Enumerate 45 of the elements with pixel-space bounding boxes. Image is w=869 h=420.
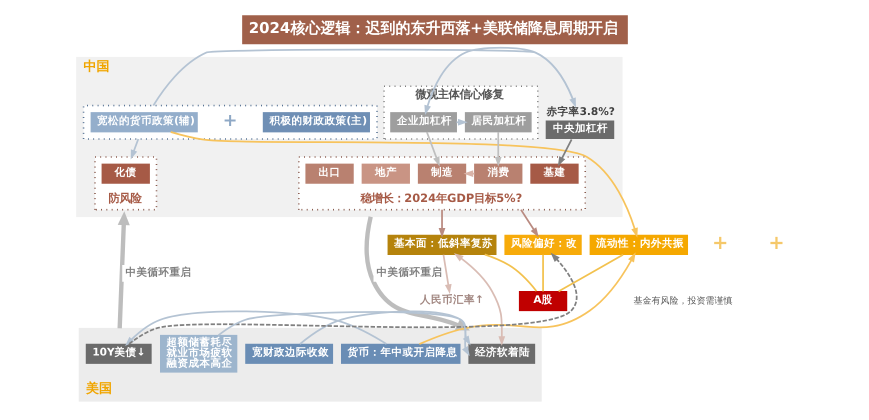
connector bbox=[542, 254, 544, 292]
diagram-title: 2024核心逻辑：迟到的东升西落+美联储降息周期开启 bbox=[248, 18, 618, 37]
node-box: 货币：年中或开启降息 bbox=[340, 344, 460, 364]
arrow bbox=[170, 131, 638, 238]
arrow bbox=[442, 254, 452, 294]
node-label: 赤字率3.8%? bbox=[546, 106, 614, 118]
node-box: 中央加杠杆 bbox=[545, 120, 614, 139]
node-box: 经济软着陆 bbox=[468, 344, 535, 364]
node-box: 制造 bbox=[417, 164, 466, 184]
node-box: 10Y美债↓ bbox=[85, 344, 152, 364]
arrow bbox=[438, 210, 445, 238]
arrow bbox=[418, 252, 636, 345]
node-box: 地产 bbox=[361, 164, 410, 184]
arrow bbox=[494, 132, 502, 167]
cluster bbox=[82, 104, 378, 140]
connector bbox=[558, 254, 623, 292]
edge-label: 中美循环重启 bbox=[124, 266, 191, 279]
node-box: 居民加杠杆 bbox=[464, 112, 532, 132]
node-box: 企业加杠杆 bbox=[390, 112, 456, 132]
node-box: 化债 bbox=[101, 164, 150, 184]
node-box: 出口 bbox=[304, 164, 354, 184]
label: + bbox=[768, 230, 784, 254]
label: + bbox=[712, 230, 728, 254]
node-box: 基本面：低斜率复苏 bbox=[387, 234, 496, 255]
node-box: 风险偏好：改 bbox=[504, 234, 582, 255]
node-box: 宽松的货币政策(辅) bbox=[90, 112, 198, 132]
node-box: A股 bbox=[518, 290, 567, 312]
arrow bbox=[130, 138, 139, 160]
node-box: 流动性：内外共振 bbox=[589, 234, 688, 255]
label: 基金有风险，投资需谨慎 bbox=[633, 296, 732, 306]
arrow bbox=[128, 252, 577, 345]
arrow bbox=[116, 211, 130, 328]
node-box: 基建 bbox=[530, 164, 578, 184]
node-box: 积极的财政政策(主) bbox=[262, 112, 370, 132]
edge-label: 中美循环重启 bbox=[376, 266, 442, 279]
arrow bbox=[557, 139, 572, 166]
arrow bbox=[520, 209, 538, 238]
connector bbox=[484, 254, 537, 292]
node-box: 超额储蓄耗尽 就业市场疲软 融资成本高企 bbox=[160, 334, 237, 373]
node-text: 人民币汇率↑ bbox=[420, 294, 484, 306]
label: + bbox=[222, 110, 238, 131]
node-box: 宽财政边际收敛 bbox=[244, 344, 333, 364]
arrow bbox=[426, 132, 440, 166]
arrow bbox=[124, 310, 386, 346]
node-box: 消费 bbox=[474, 164, 522, 184]
